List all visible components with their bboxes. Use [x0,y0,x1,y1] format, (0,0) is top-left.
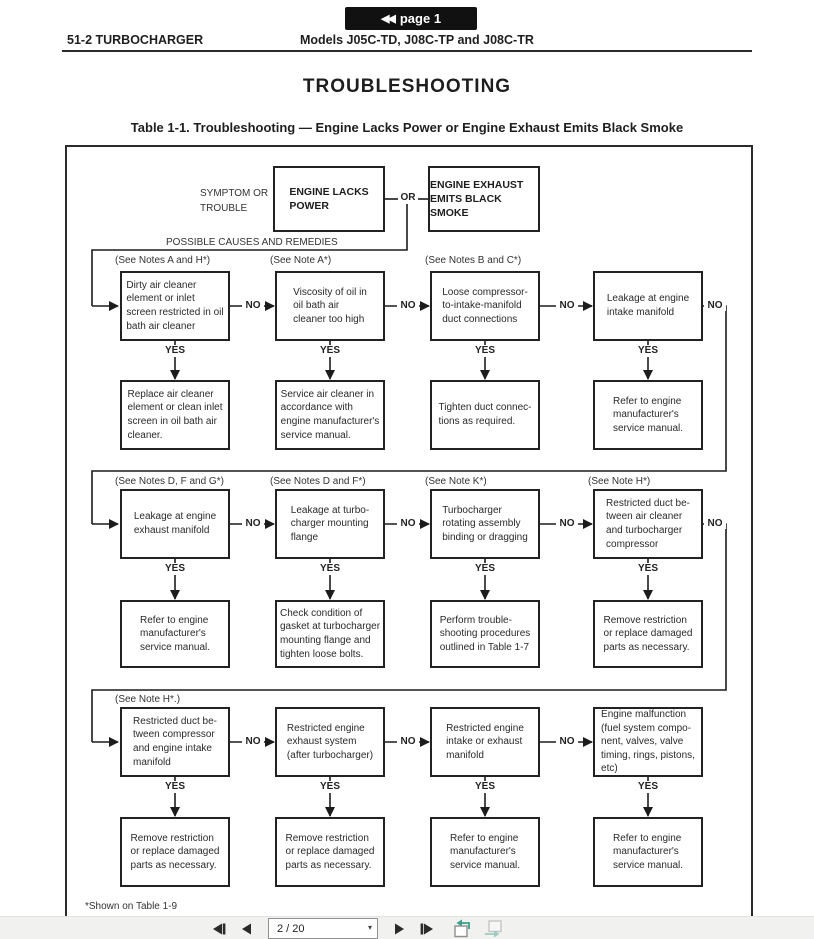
chevron-down-icon: ▾ [367,923,372,932]
page-number-combobox[interactable]: 2 / 20 ▾ [268,918,378,939]
cause-box: Dirty air cleaner element or inlet scree… [120,271,230,341]
models-header: Models J05C-TD, J08C-TP and J08C-TR [300,33,534,47]
symptom-box-black-smoke: ENGINE EXHAUST EMITS BLACK SMOKE [428,166,540,232]
no-label: NO [556,736,578,747]
cause-box: Leakage at turbo- charger mounting flang… [275,489,385,559]
back-to-page-1-button[interactable]: ◀◀ page 1 [345,7,477,30]
cause-box: Engine malfunction (fuel system compo- n… [593,707,703,777]
remedy-box: Remove restriction or replace damaged pa… [593,600,703,668]
remedy-box: Tighten duct connec- tions as required. [430,380,540,450]
no-label: NO [242,518,264,529]
cause-box: Loose compressor- to-intake-manifold duc… [430,271,540,341]
no-label: NO [397,518,419,529]
next-view-icon [485,920,502,938]
page-indicator: 2 / 20 [277,922,305,935]
or-label: OR [398,192,418,203]
no-label: NO [704,518,726,529]
remedy-box: Check condition of gasket at turbocharge… [275,600,385,668]
yes-label: YES [471,563,499,574]
remedy-box: Remove restriction or replace damaged pa… [275,817,385,887]
pager-toolbar: 2 / 20 ▾ [0,916,814,939]
next-view-button[interactable] [480,918,507,939]
first-page-button[interactable] [205,918,234,939]
cause-box: Leakage at engine intake manifold [593,271,703,341]
remedy-box: Refer to engine manufacturer's service m… [593,380,703,450]
yes-label: YES [471,345,499,356]
no-label: NO [556,300,578,311]
yes-label: YES [316,345,344,356]
yes-label: YES [634,563,662,574]
remedy-box: Refer to engine manufacturer's service m… [430,817,540,887]
symptom-or-trouble-label: SYMPTOM OR TROUBLE [200,188,269,214]
previous-page-icon [242,923,251,934]
remedy-box: Refer to engine manufacturer's service m… [120,600,230,668]
cause-box: Leakage at engine exhaust manifold [120,489,230,559]
note-label: (See Note H*) [588,476,651,487]
previous-view-button[interactable] [449,918,476,939]
yes-label: YES [316,781,344,792]
remedy-box: Remove restriction or replace damaged pa… [120,817,230,887]
no-label: NO [242,300,264,311]
yes-label: YES [316,563,344,574]
next-page-icon [395,923,404,934]
note-label: (See Notes D, F and G*) [115,476,224,487]
yes-label: YES [161,781,189,792]
cause-box: Restricted duct be- tween compressor and… [120,707,230,777]
page-button-label: page 1 [399,11,442,26]
no-label: NO [397,300,419,311]
note-label: (See Notes A and H*) [115,255,211,266]
next-page-button[interactable] [386,918,412,939]
cause-box: Restricted duct be- tween air cleaner an… [593,489,703,559]
yes-label: YES [634,781,662,792]
yes-label: YES [161,563,189,574]
cause-box: Turbocharger rotating assembly binding o… [430,489,540,559]
last-page-icon [420,923,433,934]
table-footnote: *Shown on Table 1-9 [85,901,178,912]
page-title: TROUBLESHOOTING [302,76,512,97]
remedy-box: Perform trouble- shooting procedures out… [430,600,540,668]
cause-box: Restricted engine exhaust system (after … [275,707,385,777]
cause-box: Viscosity of oil in oil bath air cleaner… [275,271,385,341]
remedy-box: Service air cleaner in accordance with e… [275,380,385,450]
double-back-icon: ◀◀ [380,13,396,25]
cause-box: Restricted engine intake or exhaust mani… [430,707,540,777]
yes-label: YES [471,781,499,792]
section-header: 51-2 TURBOCHARGER [67,33,204,47]
previous-view-icon [454,919,470,938]
no-label: NO [704,300,726,311]
possible-causes-label: POSSIBLE CAUSES AND REMEDIES [166,237,338,248]
yes-label: YES [161,345,189,356]
previous-page-button[interactable] [234,918,260,939]
note-label: (See Notes D and F*) [270,476,366,487]
yes-label: YES [634,345,662,356]
first-page-icon [213,923,226,934]
note-label: (See Note K*) [425,476,487,487]
last-page-button[interactable] [412,918,441,939]
symptom-box-engine-lacks-power: ENGINE LACKS POWER [273,166,385,232]
header-rule [62,50,752,52]
no-label: NO [242,736,264,747]
no-label: NO [397,736,419,747]
note-label: (See Notes B and C*) [425,255,522,266]
note-label: (See Note A*) [270,255,332,266]
remedy-box: Refer to engine manufacturer's service m… [593,817,703,887]
table-caption: Table 1-1. Troubleshooting — Engine Lack… [130,120,684,135]
remedy-box: Replace air cleaner element or clean inl… [120,380,230,450]
no-label: NO [556,518,578,529]
note-label: (See Note H*.) [115,694,181,705]
